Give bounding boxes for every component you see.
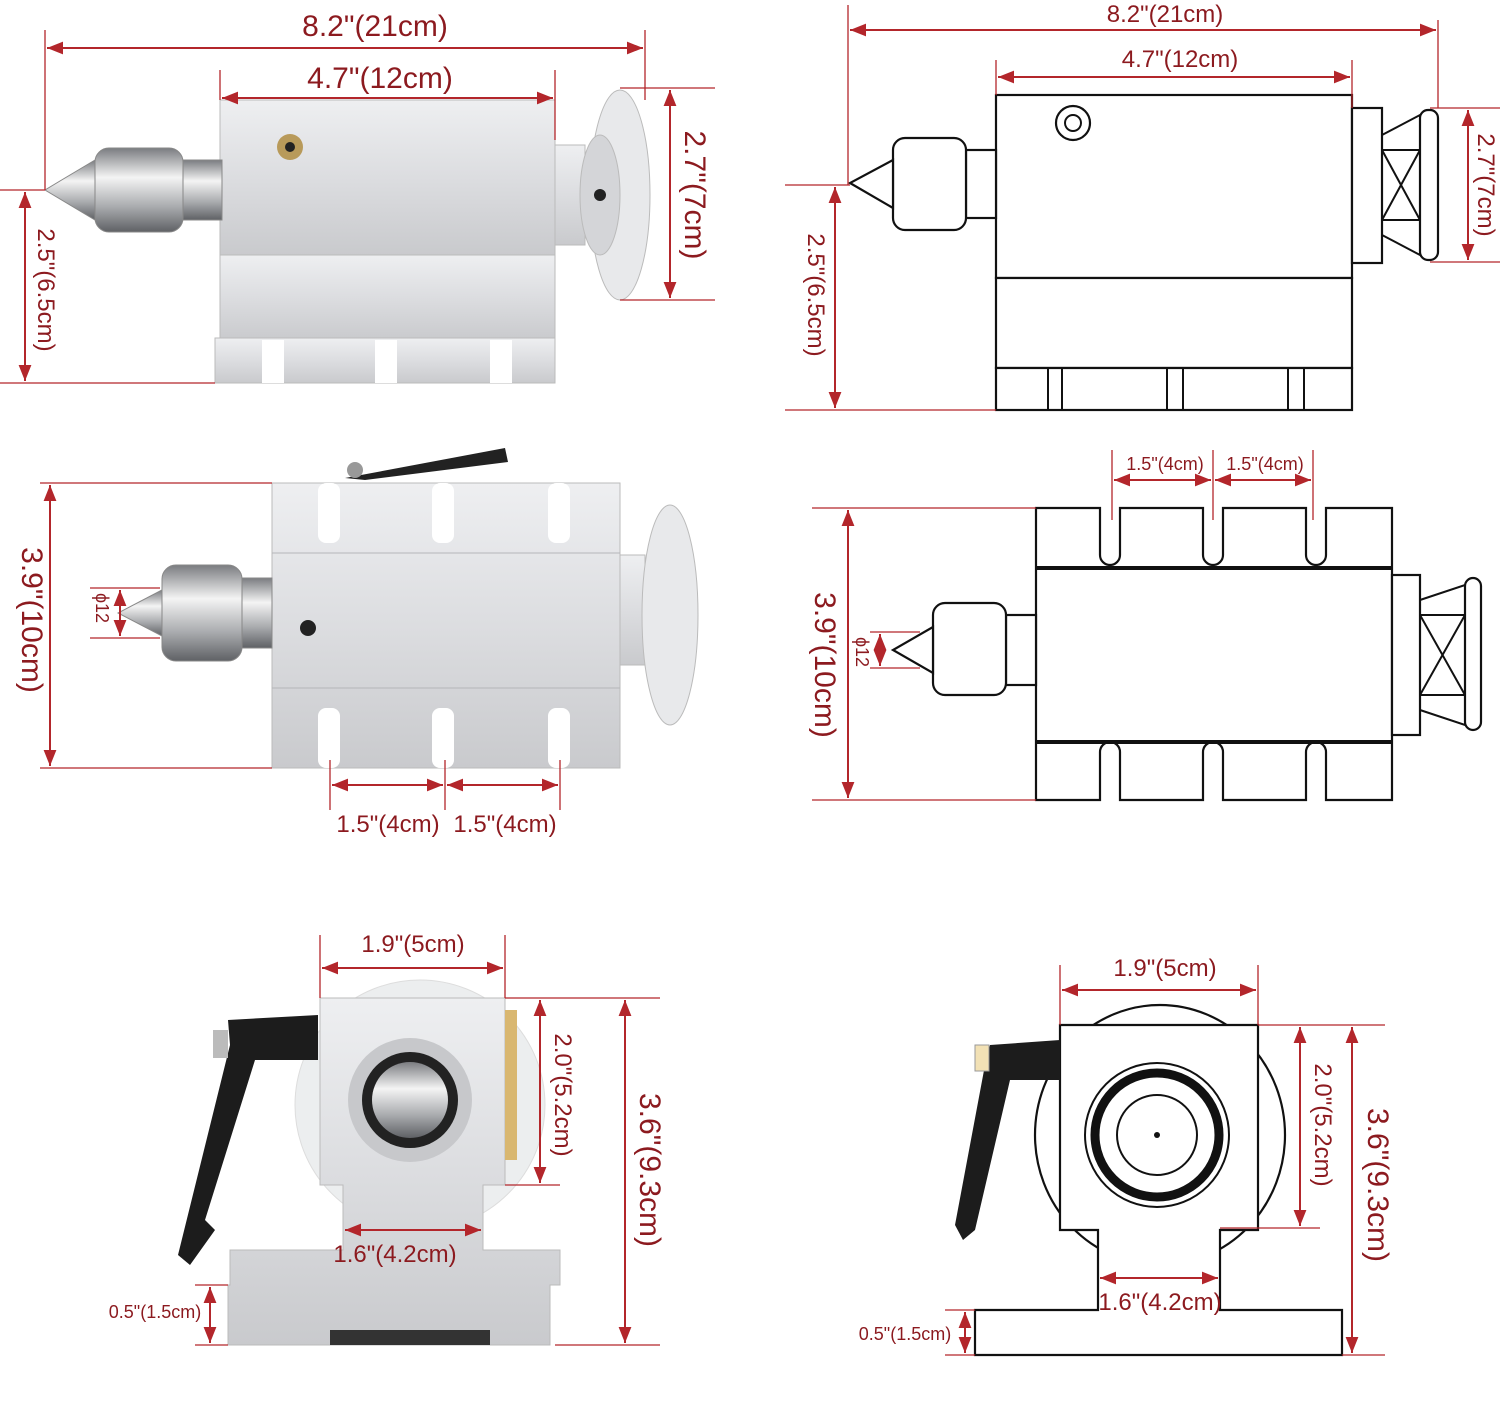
handwheel-height-label: 2.7"(7cm) — [678, 130, 711, 259]
overall-length-label: 8.2"(21cm) — [302, 10, 448, 43]
neck-width-label: 1.6"(4.2cm) — [333, 1241, 456, 1268]
width-label: 3.9"(10cm) — [808, 592, 841, 738]
tailstock-drawing-side — [847, 93, 1440, 412]
body-width-label: 1.9"(5cm) — [361, 931, 464, 958]
side-photo-panel: 8.2"(21cm) 4.7"(12cm) 2.7"(7cm) 2.5"(6.5… — [0, 10, 715, 384]
total-height-label: 3.6"(9.3cm) — [633, 1093, 666, 1247]
overall-length-label: 8.2"(21cm) — [1107, 1, 1224, 28]
slot-spacing-label-2: 1.5"(4cm) — [1226, 454, 1303, 474]
tailstock-photo-side — [44, 89, 651, 384]
upper-height-label: 2.0"(5.2cm) — [1309, 1063, 1336, 1186]
slot-spacing-label-1: 1.5"(4cm) — [336, 811, 439, 838]
base-height-label: 0.5"(1.5cm) — [859, 1324, 951, 1344]
neck-width-label: 1.6"(4.2cm) — [1098, 1289, 1221, 1316]
tip-diameter-label: ϕ12 — [92, 593, 112, 623]
top-drawing-panel: 3.9"(10cm) ϕ12 1.5"(4cm) 1.5"(4cm) — [808, 450, 1483, 802]
base-height-label: 0.5"(1.5cm) — [109, 1302, 201, 1322]
top-photo-panel: 3.9"(10cm) ϕ12 1.5"(4cm) 1.5"(4cm) — [15, 448, 699, 838]
side-drawing-panel: 8.2"(21cm) 4.7"(12cm) 2.7"(7cm) 2.5"(6.5… — [785, 1, 1500, 412]
body-width-label: 1.9"(5cm) — [1113, 955, 1216, 982]
tailstock-drawing-end — [955, 1003, 1344, 1357]
upper-height-label: 2.0"(5.2cm) — [549, 1033, 576, 1156]
handwheel-height-label: 2.7"(7cm) — [1472, 133, 1499, 236]
center-height-label: 2.5"(6.5cm) — [32, 228, 59, 351]
end-photo-panel: 1.9"(5cm) 2.0"(5.2cm) 3.6"(9.3cm) 1.6"(4… — [109, 931, 666, 1346]
body-length-label: 4.7"(12cm) — [1122, 46, 1239, 73]
tailstock-photo-end — [178, 979, 561, 1346]
width-label: 3.9"(10cm) — [15, 547, 48, 693]
total-height-label: 3.6"(9.3cm) — [1361, 1108, 1394, 1262]
body-length-label: 4.7"(12cm) — [307, 62, 453, 95]
center-height-label: 2.5"(6.5cm) — [802, 233, 829, 356]
slot-spacing-label-2: 1.5"(4cm) — [453, 811, 556, 838]
slot-spacing-label-1: 1.5"(4cm) — [1126, 454, 1203, 474]
tailstock-drawing-top — [890, 506, 1483, 802]
end-drawing-panel: 1.9"(5cm) 2.0"(5.2cm) 3.6"(9.3cm) 1.6"(4… — [859, 955, 1394, 1357]
tip-diameter-label: ϕ12 — [852, 637, 872, 667]
tailstock-photo-top — [116, 448, 699, 769]
